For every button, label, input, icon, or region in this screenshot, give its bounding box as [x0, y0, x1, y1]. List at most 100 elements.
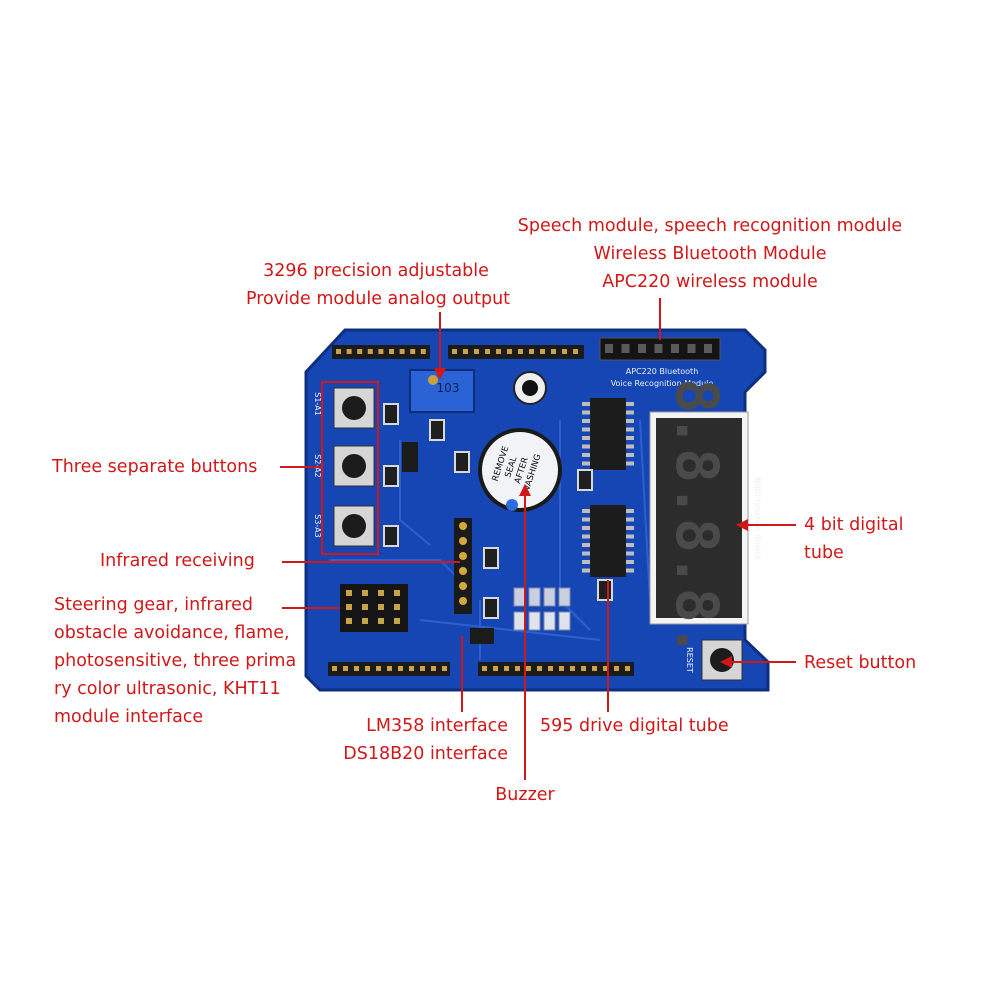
chip-leg: [626, 410, 634, 415]
header-pin: [548, 666, 553, 671]
header-pin: [570, 666, 575, 671]
header-pin: [463, 349, 468, 354]
header-pin: [365, 666, 370, 671]
interface-pin: [346, 618, 352, 624]
label-apc220-wireless: APC220 wireless module: [602, 272, 817, 292]
header-pin: [562, 349, 567, 354]
header-pin: [378, 349, 384, 354]
header-pin: [367, 349, 373, 354]
header-pin: [540, 349, 545, 354]
apc220-silk-label-2: Voice Recognition Module: [611, 379, 714, 388]
header-pin: [482, 666, 487, 671]
header-pin: [507, 349, 512, 354]
label-wireless-bluetooth: Wireless Bluetooth Module: [594, 244, 827, 264]
arrow-buzzer: [519, 484, 531, 496]
resistor-pads: [383, 403, 613, 619]
led: [558, 587, 571, 607]
header-pin: [346, 349, 352, 354]
header-pin: [420, 349, 426, 354]
chip-leg: [626, 402, 634, 406]
reset-silk: RESET: [685, 647, 694, 673]
resistor: [483, 597, 499, 619]
label-reset-button: Reset button: [804, 653, 916, 673]
shield-name-silk: Multi-function Shield: [753, 477, 762, 559]
header-pin: [537, 666, 542, 671]
label-steering-4: ry color ultrasonic, KHT11: [54, 679, 281, 699]
s1-silk: S1-A1: [313, 392, 322, 415]
chip-leg: [626, 419, 634, 423]
j4-pin: [459, 537, 467, 545]
interface-pin: [394, 590, 400, 596]
resistor: [383, 525, 399, 547]
chip-leg: [626, 509, 634, 513]
chip-leg: [582, 453, 590, 457]
label-steering-1: Steering gear, infrared: [54, 595, 253, 615]
j4-pin: [459, 522, 467, 530]
chip-leg: [582, 427, 590, 432]
chip-leg: [626, 436, 634, 440]
chip-leg: [626, 526, 634, 530]
label-595-drive: 595 drive digital tube: [540, 716, 729, 736]
resistor: [597, 579, 613, 601]
jumper-j2: [402, 442, 418, 472]
apc-pin: [621, 344, 630, 353]
potentiometer: 103: [409, 369, 475, 413]
arrowheads: [434, 368, 748, 668]
chip-leg: [626, 461, 634, 466]
header-pin: [387, 666, 392, 671]
chip-leg: [582, 461, 590, 466]
apc220-silk-label-1: APC220 Bluetooth: [626, 367, 699, 376]
bottom-header-right: [478, 662, 634, 676]
chip-leg: [582, 551, 590, 556]
led: [528, 611, 541, 631]
header-pin: [410, 349, 416, 354]
label-lm358: LM358 interface: [366, 716, 508, 736]
label-steering-3: photosensitive, three prima: [54, 651, 296, 671]
header-pin: [625, 666, 630, 671]
arrow-digital-tube: [736, 519, 748, 531]
header-pin: [332, 666, 337, 671]
capacitor-c5: [513, 371, 547, 405]
label-steering-5: module interface: [54, 707, 203, 727]
header-pin: [389, 349, 394, 354]
apc-pin: [704, 344, 712, 353]
header-pin: [592, 666, 597, 671]
header-pin: [376, 666, 381, 671]
label-steering-2: obstacle avoidance, flame,: [54, 623, 290, 643]
chip-leg: [582, 509, 590, 513]
led: [528, 587, 541, 607]
s3-silk: S3-A3: [313, 514, 322, 537]
chip-leg: [582, 419, 590, 423]
chip-leg: [582, 402, 590, 406]
chip-leg: [582, 526, 590, 530]
chip-leg: [582, 534, 590, 539]
resistor: [383, 403, 399, 425]
header-pin: [581, 666, 586, 671]
chip-leg: [626, 543, 634, 547]
label-digital-tube-2: tube: [804, 543, 844, 563]
header-pin: [559, 666, 564, 671]
led: [558, 611, 571, 631]
apc-pin: [687, 344, 696, 353]
header-pin: [420, 666, 425, 671]
push-button-s2: [333, 445, 375, 487]
header-pin: [336, 349, 341, 354]
label-ds18b20: DS18B20 interface: [343, 744, 508, 764]
svg-text:103: 103: [437, 381, 460, 395]
resistor: [483, 547, 499, 569]
header-pin: [442, 666, 447, 671]
label-analog-output: Provide module analog output: [246, 289, 510, 309]
label-precision-adjustable: 3296 precision adjustable: [263, 261, 489, 281]
header-pin: [496, 349, 501, 354]
apc-pin: [654, 344, 663, 353]
j4-pin: [459, 582, 467, 590]
header-pin: [614, 666, 619, 671]
chip-leg: [582, 560, 590, 564]
header-pin: [573, 349, 578, 354]
chip-leg: [582, 436, 590, 440]
chip-u1: [582, 398, 634, 470]
chip-leg: [582, 444, 590, 449]
resistor: [383, 465, 399, 487]
digital-tube-display: 8.8.8.8.: [649, 378, 749, 658]
